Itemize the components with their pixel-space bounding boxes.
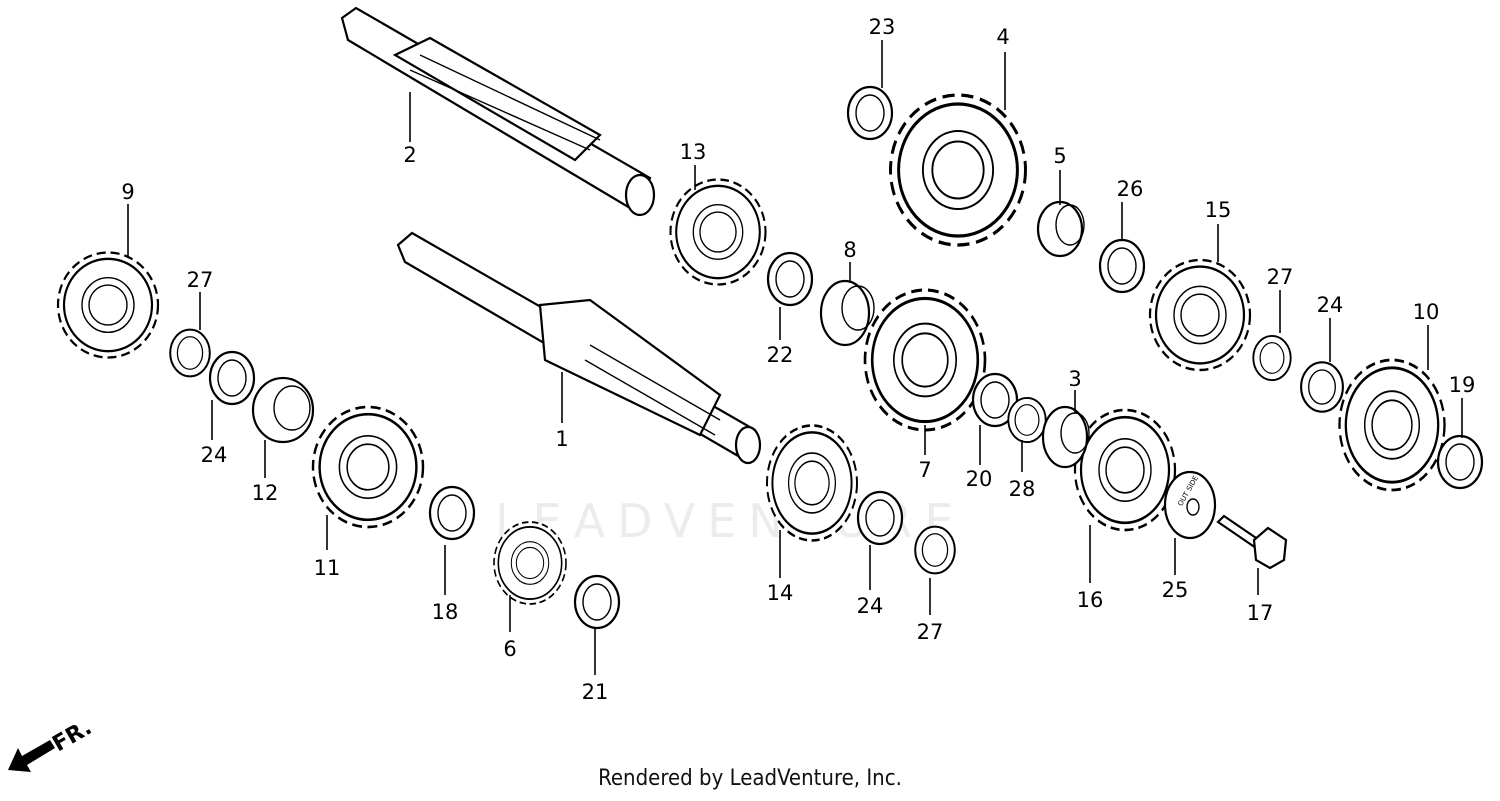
gear-4 (888, 93, 1028, 247)
plate-25: OUT SIDE (1163, 470, 1217, 540)
callout-27b: 27 (1267, 265, 1294, 289)
callout-19: 19 (1449, 373, 1476, 397)
callout-23: 23 (869, 15, 896, 39)
callout-8: 8 (843, 238, 856, 262)
gear-7 (863, 288, 987, 432)
callout-24c: 24 (1317, 293, 1344, 317)
washer-24a (208, 350, 256, 406)
callout-18: 18 (432, 600, 459, 624)
washer-24b (856, 490, 904, 546)
part-callouts: 1 2 3 4 5 6 7 8 9 10 11 12 13 14 15 16 1… (121, 15, 1475, 704)
bushing-5 (1036, 200, 1085, 258)
callout-14: 14 (767, 581, 794, 605)
washer-19 (1436, 434, 1484, 490)
callout-16: 16 (1077, 588, 1104, 612)
front-label: FR. (49, 715, 97, 757)
callout-22: 22 (767, 343, 794, 367)
callout-27c: 27 (917, 620, 944, 644)
washer-23 (846, 85, 894, 141)
callout-6: 6 (503, 637, 516, 661)
callout-12: 12 (252, 481, 279, 505)
clip-27a (169, 328, 211, 378)
callout-28: 28 (1009, 477, 1036, 501)
gear-6 (493, 521, 567, 605)
bearing-28 (1007, 396, 1047, 444)
callout-27a: 27 (187, 268, 214, 292)
gear-13 (669, 178, 767, 286)
countershaft (340, 6, 656, 217)
callout-9: 9 (121, 180, 134, 204)
gear-9 (56, 251, 160, 359)
bushing-12 (251, 376, 315, 444)
washer-22 (766, 251, 814, 307)
footer-credit: Rendered by LeadVenture, Inc. (598, 766, 902, 791)
callout-11: 11 (314, 556, 341, 580)
bolt-17 (1216, 514, 1288, 570)
callout-3: 3 (1068, 367, 1081, 391)
gear-15 (1148, 258, 1252, 372)
callout-7: 7 (918, 458, 931, 482)
washer-26 (1098, 238, 1146, 294)
gear-10 (1338, 358, 1446, 492)
callout-15: 15 (1205, 198, 1232, 222)
washer-18 (428, 485, 476, 541)
sprocket-16 (1073, 408, 1177, 532)
clip-27c (914, 525, 956, 575)
callout-5: 5 (1053, 144, 1066, 168)
washer-24c (1300, 361, 1344, 413)
front-direction-indicator: FR. (8, 715, 96, 772)
gear-14 (765, 424, 859, 542)
callout-25: 25 (1162, 578, 1189, 602)
front-arrow-icon (8, 740, 55, 772)
callout-24b: 24 (857, 594, 884, 618)
clip-27b (1252, 334, 1292, 382)
callout-20: 20 (966, 467, 993, 491)
callout-26: 26 (1117, 177, 1144, 201)
washer-21 (573, 574, 621, 630)
mainshaft (396, 231, 762, 465)
gear-11 (311, 405, 425, 529)
leader-lines (127, 40, 1463, 675)
callout-24a: 24 (201, 443, 228, 467)
callout-13: 13 (680, 140, 707, 164)
callout-2: 2 (403, 143, 416, 167)
callout-17: 17 (1247, 601, 1274, 625)
callout-10: 10 (1413, 300, 1440, 324)
callout-1: 1 (555, 427, 568, 451)
callout-4: 4 (996, 25, 1009, 49)
callout-21: 21 (582, 680, 609, 704)
bushing-3 (1041, 405, 1090, 469)
bushing-8 (819, 279, 875, 347)
